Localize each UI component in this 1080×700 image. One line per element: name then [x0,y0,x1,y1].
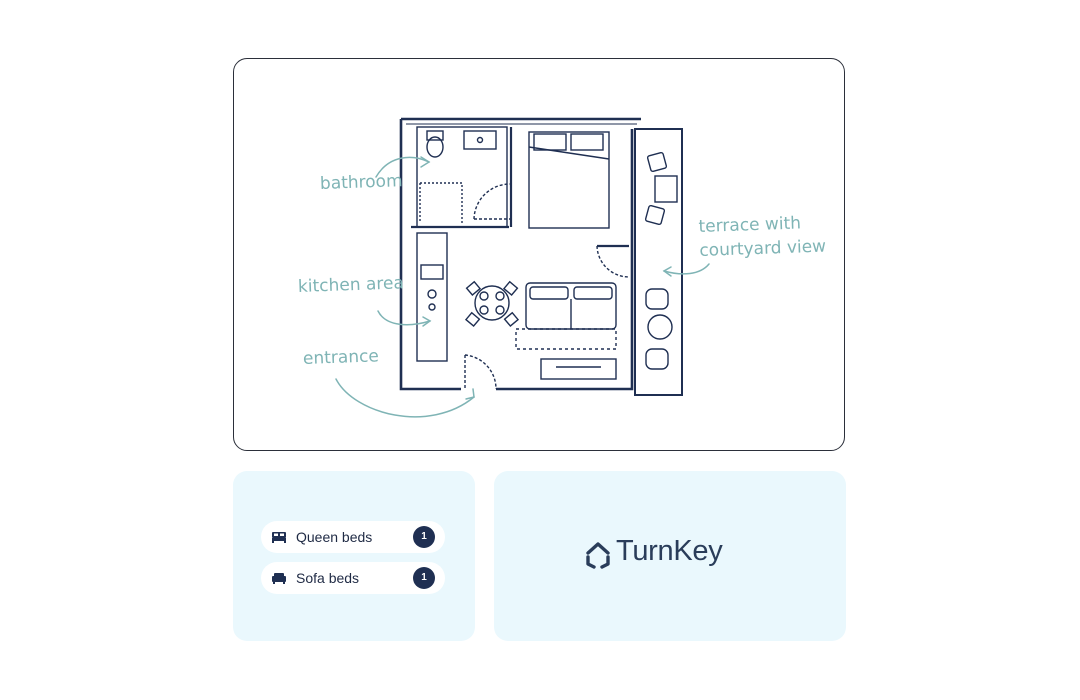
bed-icon [272,532,286,543]
floorplan-card: bathroom kitchen area entrance terrace w… [233,58,845,451]
bathroom-label: bathroom [319,171,403,194]
entrance-label: entrance [302,346,380,369]
entrance-door [464,354,497,390]
queen-beds-count: 1 [413,526,435,548]
tv-unit [540,358,617,380]
kitchen-counter [416,232,448,362]
outer-wall [399,117,641,391]
queen-beds-item: Queen beds 1 [261,521,445,553]
bathroom-arrow [375,156,430,178]
queen-beds-label: Queen beds [296,529,373,545]
terrace-label: terrace with courtyard view [698,211,826,263]
terrace-outline [634,128,683,396]
terrace-label-line2: courtyard view [699,236,827,261]
shower [419,182,463,223]
toilet [426,130,444,141]
bathroom-room [416,126,508,228]
bathroom-door [473,183,511,220]
dining-table [474,285,510,321]
brand-card: TurnKey [494,471,846,641]
bed [528,131,610,229]
terrace-chair [646,151,668,173]
sofa-beds-label: Sofa beds [296,570,360,586]
beds-card: Queen beds 1 Sofa beds 1 [233,471,475,641]
brand-name: TurnKey [616,535,723,567]
bathroom-sink [463,130,497,150]
entrance-arrow [335,378,475,418]
sofa-icon [272,573,286,584]
floorplan-drawing [335,117,710,418]
sofa-beds-item: Sofa beds 1 [261,562,445,594]
kitchen-label: kitchen area [297,273,405,297]
house-logo-icon [586,542,610,569]
terrace-arrow [663,263,710,275]
sofa-beds-count: 1 [413,567,435,589]
kitchen-arrow [377,310,431,326]
